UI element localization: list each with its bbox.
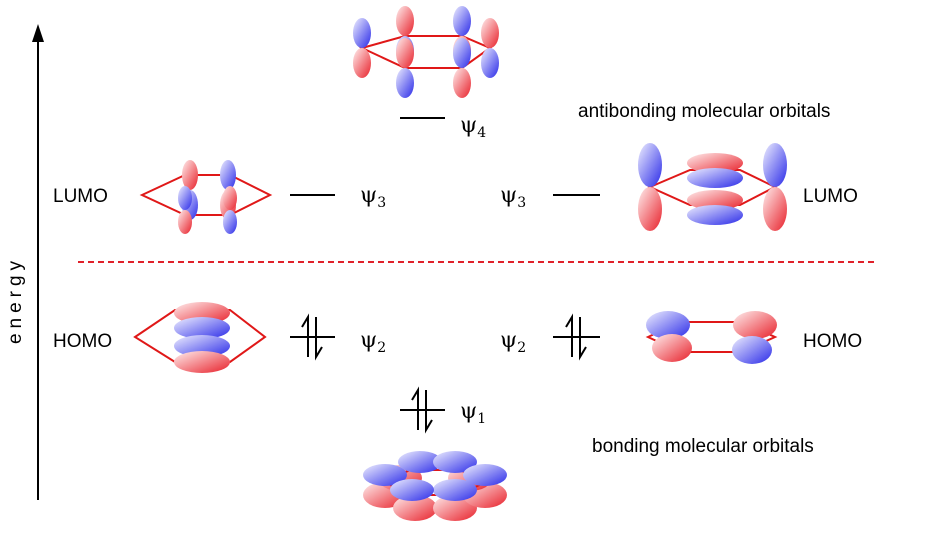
psi3-right-orbital	[638, 143, 787, 231]
orbital-lobe	[453, 6, 471, 36]
orbital-lobe	[398, 451, 442, 473]
orbital-lobe	[646, 311, 690, 339]
orbital-lobe	[687, 168, 743, 188]
psi2-right-orbital	[645, 311, 778, 364]
orbital-lobe	[733, 311, 777, 339]
spin-down-arrow-icon	[579, 317, 587, 361]
lumo-left-label: LUMO	[53, 186, 108, 207]
psi4-orbital	[353, 6, 499, 98]
psi3-left-orbital	[139, 160, 273, 234]
orbital-lobe	[463, 464, 507, 486]
psi3-right-label: ψ3	[500, 183, 526, 211]
homo-right-label: HOMO	[803, 331, 862, 352]
orbital-lobe	[652, 334, 692, 362]
orbital-lobe	[396, 68, 414, 98]
spin-up-arrow-icon	[411, 386, 419, 430]
orbital-lobe	[763, 187, 787, 231]
orbital-lobe	[396, 38, 414, 68]
energy-axis: energy	[5, 24, 44, 500]
orbital-lobe	[223, 210, 237, 234]
orbital-lobe	[174, 335, 230, 357]
lumo-right-label: LUMO	[803, 186, 858, 207]
orbital-lobe	[433, 479, 477, 501]
orbital-lobe	[687, 153, 743, 173]
orbital-lobe	[638, 143, 662, 187]
orbital-lobe	[390, 479, 434, 501]
antibonding-label: antibonding molecular orbitals	[578, 101, 830, 122]
orbital-lobe	[223, 186, 237, 210]
orbital-lobe	[182, 160, 198, 190]
orbital-lobe	[393, 495, 437, 521]
energy-levels	[290, 117, 600, 411]
orbital-lobe	[174, 317, 230, 339]
orbital-lobe	[732, 336, 772, 364]
orbital-lobe	[453, 68, 471, 98]
orbital-lobe	[763, 143, 787, 187]
orbital-lobe	[353, 18, 371, 48]
orbital-lobe	[353, 48, 371, 78]
orbital-lobe	[453, 38, 471, 68]
orbital-lobe	[481, 18, 499, 48]
benzene-ring	[139, 174, 273, 216]
orbital-lobe	[178, 210, 192, 234]
orbital-lobe	[220, 160, 236, 190]
spin-up-arrow-icon	[565, 313, 573, 357]
psi1-orbital	[363, 451, 507, 521]
spin-down-arrow-icon	[315, 317, 323, 361]
orbital-lobe	[178, 186, 192, 210]
orbital-lobe	[481, 48, 499, 78]
orbital-lobe	[174, 351, 230, 373]
energy-label: energy	[5, 256, 26, 344]
psi2-left-label: ψ2	[360, 328, 386, 356]
psi2-right-label: ψ2	[500, 328, 526, 356]
bonding-label: bonding molecular orbitals	[592, 436, 814, 457]
orbital-lobe	[396, 6, 414, 36]
psi4-label: ψ4	[460, 113, 486, 141]
spin-up-arrow-icon	[301, 313, 309, 357]
orbital-lobe	[363, 464, 407, 486]
orbital-lobe	[687, 205, 743, 225]
orbital-lobe	[687, 190, 743, 210]
psi1-label: ψ1	[460, 399, 486, 427]
psi3-left-label: ψ3	[360, 183, 386, 211]
orbital-lobe	[638, 187, 662, 231]
orbital-lobe	[433, 451, 477, 473]
arrow-up-icon	[32, 24, 44, 42]
spin-down-arrow-icon	[425, 390, 433, 434]
electron-pair-3	[411, 386, 433, 434]
electron-pairs	[301, 313, 587, 434]
electron-pair-1	[301, 313, 323, 361]
orbital-drawings	[133, 6, 787, 521]
electron-pair-2	[565, 313, 587, 361]
homo-left-label: HOMO	[53, 331, 112, 352]
psi2-left-orbital	[133, 302, 267, 373]
